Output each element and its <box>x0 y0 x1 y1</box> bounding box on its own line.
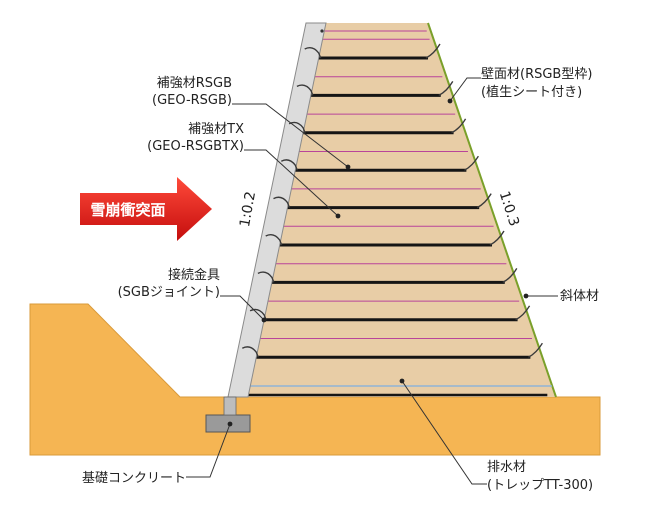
leader-wall-dot <box>447 98 453 104</box>
back-hook <box>464 155 479 171</box>
leader-joint-dot <box>261 317 267 323</box>
label-rsgb: 補強材RSGB <box>157 76 232 91</box>
wall-hook <box>249 308 267 321</box>
label-slope-material: 斜体材 <box>560 289 599 304</box>
back-hook <box>451 118 467 134</box>
label-tx: 補強材TX <box>188 122 244 137</box>
wall-top-marker <box>320 29 324 33</box>
front-slope-ratio: 1:0.2 <box>237 190 259 228</box>
wall-hook <box>265 233 283 246</box>
foundation-stub <box>223 396 237 416</box>
leader-rsgb-dot <box>345 164 351 170</box>
back-slope-ratio: 1:0.3 <box>496 189 522 228</box>
label-tx-sub: (GEO-RSGBTX) <box>147 139 244 154</box>
label-joint: 接続金具 <box>168 267 220 283</box>
label-drain: 排水材 <box>487 460 526 475</box>
back-hook <box>425 43 441 59</box>
geogrid-layers <box>256 30 532 339</box>
label-joint-sub: (SGBジョイント) <box>118 285 220 300</box>
label-rsgb-sub: (GEO-RSGB) <box>152 93 232 108</box>
leader-wall <box>449 77 481 102</box>
back-hook <box>528 342 543 358</box>
label-wall-sub: (植生シート付き) <box>481 85 582 100</box>
embankment-fill <box>248 23 556 397</box>
leader-rsgb <box>232 103 349 168</box>
wall-hook <box>304 46 322 59</box>
wall-hooks <box>241 46 322 358</box>
label-drain-sub: (トレップTT-300) <box>487 478 593 493</box>
label-wall: 壁面材(RSGB型枠) <box>481 67 592 82</box>
wall-hook <box>273 196 291 208</box>
back-hook <box>489 230 505 246</box>
leader-slope-material-dot <box>523 293 529 299</box>
wall-hook <box>296 84 314 96</box>
back-hook <box>438 81 454 97</box>
back-hook <box>515 305 531 321</box>
leader-foundation-dot <box>227 421 233 427</box>
back-hook <box>502 268 518 284</box>
wall-hook <box>280 159 298 171</box>
leader-joint <box>220 295 265 321</box>
leader-tx-dot <box>335 213 341 219</box>
back-slope-hooks <box>425 43 543 358</box>
leader-drain-dot <box>399 378 405 384</box>
reinforcement-layers <box>248 56 548 397</box>
back-hook <box>476 193 492 209</box>
avalanche-impact-label: 雪崩衝突面 <box>90 201 165 219</box>
front-wall-formwork <box>227 22 327 398</box>
leader-foundation <box>186 423 231 478</box>
avalanche-impact-arrow <box>80 177 212 241</box>
leader-tx <box>244 149 339 217</box>
label-foundation: 基礎コンクリート <box>82 471 186 486</box>
wall-hook <box>241 346 259 358</box>
leader-drain <box>401 380 487 485</box>
wall-hook <box>257 271 275 283</box>
